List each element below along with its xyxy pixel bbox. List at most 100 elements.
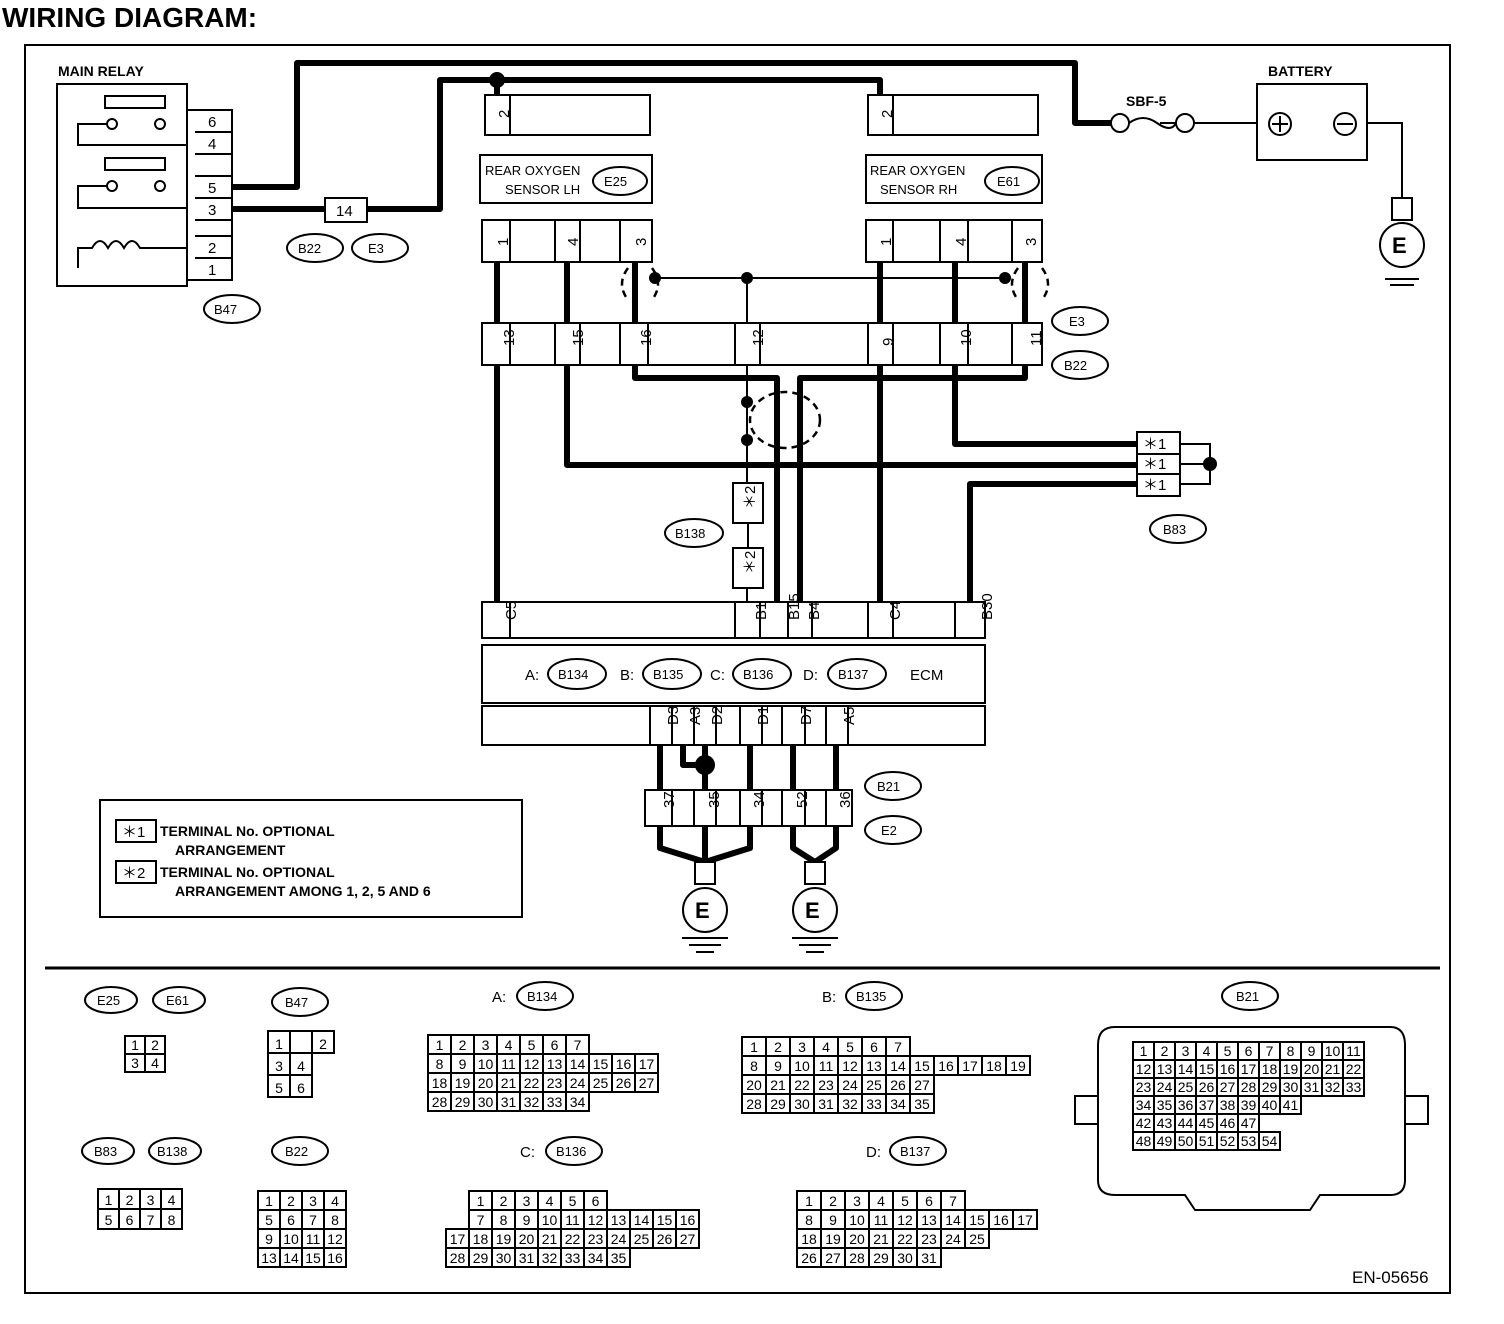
b83-pin-label: 7: [147, 1212, 155, 1228]
b136-cell: [606, 1247, 631, 1268]
b135-cell: [1005, 1055, 1031, 1076]
svg-text:16: 16: [638, 329, 655, 346]
b137-cell: [1012, 1209, 1038, 1230]
b136-pin-label: 18: [473, 1231, 489, 1247]
b136-pin-label: 32: [542, 1250, 558, 1266]
diagram-id: EN-05656: [1352, 1268, 1429, 1287]
b21-pin-label: 13: [1157, 1061, 1173, 1077]
svg-text:REAR OXYGEN: REAR OXYGEN: [870, 163, 965, 178]
b134-pin-label: 3: [482, 1037, 490, 1053]
b134-pin-label: 24: [570, 1075, 586, 1091]
svg-text:REAR OXYGEN: REAR OXYGEN: [485, 163, 580, 178]
b136-pin-label: 5: [569, 1193, 577, 1209]
b135-pin-label: 2: [774, 1039, 782, 1055]
b22-pin-label: 5: [265, 1212, 273, 1228]
b136-pin-label: 10: [542, 1212, 558, 1228]
b137-pin-label: 22: [897, 1231, 913, 1247]
b135-pin-label: 8: [750, 1058, 758, 1074]
b21-pin-label: 36: [1178, 1097, 1194, 1113]
b21-pin-label: 28: [1241, 1079, 1257, 1095]
b83-pin-label: 4: [168, 1192, 176, 1208]
b134-pin-label: 9: [459, 1056, 467, 1072]
ground-1: E: [682, 861, 728, 953]
b21-pin-label: 2: [1161, 1043, 1169, 1059]
b137-pin-label: 25: [969, 1231, 985, 1247]
b21-pin-label: 54: [1262, 1133, 1278, 1149]
svg-text:BATTERY: BATTERY: [1268, 63, 1333, 79]
b136-pin-label: 33: [565, 1250, 581, 1266]
svg-text:14: 14: [336, 203, 353, 220]
b21-pin-label: 47: [1241, 1115, 1257, 1131]
b136-pin-label: 1: [477, 1193, 485, 1209]
b21-pin-label: 1: [1140, 1043, 1148, 1059]
b135-pin-label: 12: [842, 1058, 858, 1074]
b137-pin-label: 26: [801, 1250, 817, 1266]
b47-cell: [289, 1030, 313, 1054]
b136-pin-label: 8: [500, 1212, 508, 1228]
b22-pin-label: 8: [331, 1212, 339, 1228]
b135-pin-label: 21: [770, 1077, 786, 1093]
svg-text:5: 5: [208, 180, 216, 197]
svg-text:D1: D1: [755, 706, 772, 725]
b134-pin-label: 25: [593, 1075, 609, 1091]
b22-pin-label: 10: [283, 1231, 299, 1247]
b134-pin-label: 14: [570, 1056, 586, 1072]
b134-pin-label: 15: [593, 1056, 609, 1072]
b137-pin-label: 31: [921, 1250, 937, 1266]
b21-pin-label: 15: [1199, 1061, 1215, 1077]
b135-pin-label: 7: [894, 1039, 902, 1055]
b137-pin-label: 20: [849, 1231, 865, 1247]
b135-pin-label: 33: [866, 1096, 882, 1112]
svg-text:ARRANGEMENT AMONG 1, 2, 5 AND: ARRANGEMENT AMONG 1, 2, 5 AND 6: [175, 883, 431, 899]
svg-text:B136: B136: [743, 667, 773, 682]
b137-pin-label: 3: [853, 1193, 861, 1209]
b136-pin-label: 22: [565, 1231, 581, 1247]
b21-pin-label: 46: [1220, 1115, 1236, 1131]
b135-pin-label: 5: [846, 1039, 854, 1055]
svg-text:34: 34: [751, 791, 768, 808]
b21-pin-label: 17: [1241, 1061, 1257, 1077]
svg-text:ECM: ECM: [910, 667, 943, 684]
b22-pin-label: 1: [265, 1193, 273, 1209]
b136-pin-label: 35: [611, 1250, 627, 1266]
svg-text:3: 3: [1023, 238, 1040, 246]
b21-pin-label: 38: [1220, 1097, 1236, 1113]
svg-text:A:: A:: [525, 667, 539, 684]
b136-pin-label: 15: [657, 1212, 673, 1228]
svg-text:3: 3: [633, 238, 650, 246]
svg-text:E25: E25: [604, 174, 627, 189]
svg-text:D7: D7: [798, 706, 815, 725]
b21-pin-label: 26: [1199, 1079, 1215, 1095]
b21-pin-label: 27: [1220, 1079, 1236, 1095]
b136-pin-label: 6: [592, 1193, 600, 1209]
svg-text:D:: D:: [803, 667, 818, 684]
svg-text:＊1: ＊1: [1143, 477, 1166, 494]
b83-pin-label: 3: [147, 1192, 155, 1208]
b136-pin-label: 24: [611, 1231, 627, 1247]
b137-pin-label: 21: [873, 1231, 889, 1247]
b22-pin-label: 12: [327, 1231, 343, 1247]
b136-pin-label: 4: [546, 1193, 554, 1209]
svg-text:B134: B134: [527, 989, 557, 1004]
svg-text:1: 1: [208, 262, 216, 279]
b47-cell: [311, 1030, 335, 1054]
b136-pin-label: 16: [680, 1212, 696, 1228]
b83-pin-label: 8: [168, 1212, 176, 1228]
b135-pin-label: 23: [818, 1077, 834, 1093]
b47-pin-label: 4: [297, 1058, 305, 1074]
relay-pins: 6 4 5 3 2 1: [195, 114, 232, 279]
diagram-frame: [24, 44, 1451, 1294]
b134-cell: [565, 1091, 590, 1112]
b22-pin-label: 14: [283, 1250, 299, 1266]
b22-pin-label: 13: [261, 1250, 277, 1266]
svg-text:E3: E3: [368, 241, 384, 256]
svg-text:E: E: [1392, 233, 1407, 258]
fuse: SBF-5: [1110, 93, 1195, 133]
legend: ＊1 TERMINAL No. OPTIONAL ARRANGEMENT ＊2 …: [99, 799, 523, 918]
svg-text:B:: B:: [620, 667, 634, 684]
b134-pin-label: 27: [639, 1075, 655, 1091]
b137-pin-label: 2: [829, 1193, 837, 1209]
b137-pin-label: 4: [877, 1193, 885, 1209]
